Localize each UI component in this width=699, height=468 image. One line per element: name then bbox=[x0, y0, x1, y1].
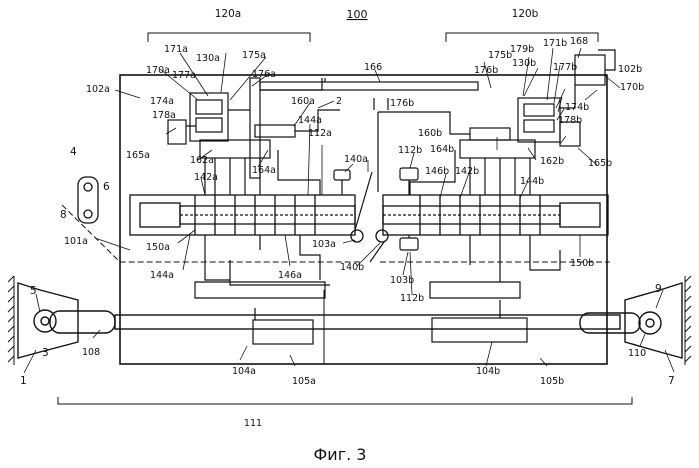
brace-120a bbox=[148, 33, 310, 42]
label-164b: 164b bbox=[430, 144, 454, 155]
label-110: 110 bbox=[628, 348, 646, 359]
label-178b: 178b bbox=[558, 115, 582, 126]
label-1: 1 bbox=[20, 375, 27, 387]
label-144b: 144b bbox=[520, 176, 544, 187]
label-165a: 165a bbox=[126, 150, 150, 161]
label-144a-top: 144a bbox=[298, 115, 322, 126]
spool-cylinder-right bbox=[383, 195, 608, 235]
label-102b: 102b bbox=[618, 64, 642, 75]
label-175b: 175b bbox=[488, 50, 512, 61]
reference-labels: 120a 120b 102a 102b 101a 171a 130a 175a … bbox=[20, 8, 675, 429]
label-146a: 146a bbox=[278, 270, 302, 281]
label-174a: 174a bbox=[150, 96, 174, 107]
dashed-outline-101a bbox=[62, 205, 610, 262]
label-130a: 130a bbox=[196, 53, 220, 64]
label-150a: 150a bbox=[146, 242, 170, 253]
label-120a: 120a bbox=[215, 8, 241, 20]
label-140b: 140b bbox=[340, 262, 364, 273]
label-171a: 171a bbox=[164, 44, 188, 55]
label-140a: 140a bbox=[344, 154, 368, 165]
label-168: 168 bbox=[570, 36, 588, 47]
label-165b: 165b bbox=[588, 158, 612, 169]
knob-112b-bottom bbox=[400, 235, 418, 250]
label-177b: 177b bbox=[553, 62, 577, 73]
label-8: 8 bbox=[60, 209, 67, 221]
label-176b-mid: 176b bbox=[390, 98, 414, 109]
label-104b: 104b bbox=[476, 366, 500, 377]
label-5: 5 bbox=[30, 285, 37, 297]
label-102a: 102a bbox=[86, 84, 110, 95]
label-142a: 142a bbox=[194, 172, 218, 183]
spool-cylinder-left bbox=[130, 195, 355, 235]
label-146b: 146b bbox=[425, 166, 449, 177]
label-164a: 164a bbox=[252, 165, 276, 176]
label-101a: 101a bbox=[64, 236, 88, 247]
label-144a-bottom: 144a bbox=[150, 270, 174, 281]
label-130b: 130b bbox=[512, 58, 536, 69]
label-120b: 120b bbox=[512, 8, 539, 20]
figure-title: 100 bbox=[347, 8, 368, 21]
label-105a: 105a bbox=[292, 376, 316, 387]
label-103a: 103a bbox=[312, 239, 336, 250]
label-178a: 178a bbox=[152, 110, 176, 121]
label-6: 6 bbox=[103, 181, 110, 193]
label-150b: 150b bbox=[570, 258, 594, 269]
brace-111 bbox=[58, 397, 632, 404]
label-160b: 160b bbox=[418, 128, 442, 139]
lever-140a bbox=[355, 172, 372, 230]
rod-108 bbox=[50, 311, 640, 333]
label-108: 108 bbox=[82, 347, 100, 358]
label-177a: 177a bbox=[172, 70, 196, 81]
label-112a: 112a bbox=[308, 128, 332, 139]
label-160a: 160a bbox=[291, 96, 315, 107]
label-179b: 179b bbox=[510, 44, 534, 55]
label-142b: 142b bbox=[455, 166, 479, 177]
label-175a: 175a bbox=[242, 50, 266, 61]
label-176a: 176a bbox=[252, 69, 276, 80]
label-162b: 162b bbox=[540, 156, 564, 167]
hatched-wall-left bbox=[8, 276, 14, 365]
label-162a: 162a bbox=[190, 155, 214, 166]
label-176b-top: 176b bbox=[474, 65, 498, 76]
label-112b-bottom: 112b bbox=[400, 293, 424, 304]
label-112b-top: 112b bbox=[398, 145, 422, 156]
label-166: 166 bbox=[364, 62, 382, 73]
label-171b: 171b bbox=[543, 38, 567, 49]
bracket-4-6-8 bbox=[78, 177, 98, 223]
lever-140b bbox=[370, 242, 384, 262]
label-170b: 170b bbox=[620, 82, 644, 93]
label-4: 4 bbox=[70, 146, 77, 158]
figure-caption: Фиг. 3 bbox=[314, 445, 367, 464]
anchor-right bbox=[625, 283, 682, 358]
label-3: 3 bbox=[42, 347, 49, 359]
hatched-wall-right bbox=[685, 276, 691, 365]
leader-lines bbox=[24, 48, 674, 373]
label-9: 9 bbox=[655, 283, 662, 295]
label-2: 2 bbox=[336, 96, 342, 107]
knob-112a bbox=[334, 170, 350, 195]
label-104a: 104a bbox=[232, 366, 256, 377]
label-170a: 170a bbox=[146, 65, 170, 76]
label-103b: 103b bbox=[390, 275, 414, 286]
label-174b: 174b bbox=[565, 102, 589, 113]
housing-body bbox=[120, 75, 607, 364]
label-7: 7 bbox=[668, 375, 675, 387]
label-111: 111 bbox=[244, 418, 262, 429]
pivot-103b bbox=[376, 230, 388, 242]
label-105b: 105b bbox=[540, 376, 564, 387]
